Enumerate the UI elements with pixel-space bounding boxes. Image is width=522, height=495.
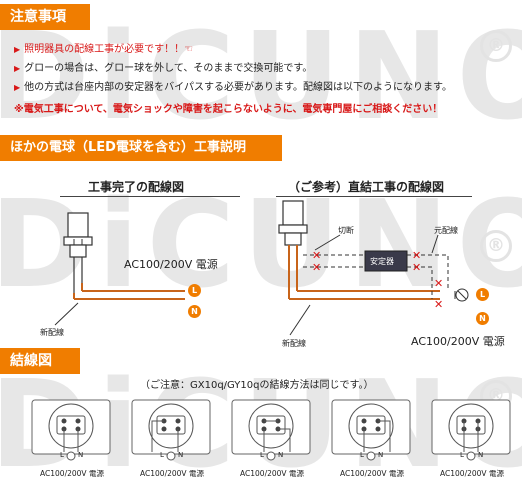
svg-text:✕: ✕	[412, 249, 421, 262]
left-terminal-l: L	[188, 284, 201, 297]
unit-2-l: L	[160, 451, 164, 459]
original-wire-label: 元配線	[434, 226, 458, 235]
unit-1-n: N	[78, 451, 84, 459]
unit-1-l: L	[60, 451, 64, 459]
unit-3-n: N	[278, 451, 284, 459]
unit-2-caption: AC100/200V 電源	[140, 469, 204, 478]
cut-label: 切断	[338, 226, 354, 235]
left-wires	[54, 257, 185, 326]
unit-4-n: N	[378, 451, 384, 459]
unit-5-l: L	[460, 451, 464, 459]
ballast-label: 安定器	[370, 257, 394, 266]
left-socket	[63, 212, 93, 258]
triangle-icon: ▶	[14, 45, 21, 54]
right-terminal-l: L	[476, 288, 489, 301]
unit-4	[331, 399, 411, 461]
unit-5	[431, 399, 511, 461]
registered-mark: ®	[480, 30, 512, 62]
wiring-diagrams: ✕ ✕ ✕ ✕ ✕ ✕	[54, 200, 469, 336]
unit-1-caption: AC100/200V 電源	[40, 469, 104, 478]
triangle-icon: ▶	[14, 83, 21, 92]
unit-4-l: L	[360, 451, 364, 459]
right-power-label: AC100/200V 電源	[411, 335, 505, 348]
notes-list: ▶照明器具の配線工事が必要です！！☜ ▶グローの場合は、グロー球を外して、そのま…	[14, 40, 514, 119]
warning-line: ※電気工事について、電気ショックや障害を起こらないように、電気専門屋にご相談くだ…	[14, 100, 514, 119]
left-new-wire-label: 新配線	[40, 328, 64, 337]
svg-text:✕: ✕	[312, 249, 321, 262]
unit-4-caption: AC100/200V 電源	[340, 469, 404, 478]
section-header-wiring: ほかの電球（LED電球を含む）工事説明	[0, 135, 282, 161]
warning-text: ※電気工事について、電気ショックや障害を起こらないように、電気専門屋にご相談くだ…	[14, 104, 443, 115]
unit-3	[231, 399, 311, 461]
unit-2	[131, 399, 211, 461]
note-text: 照明器具の配線工事が必要です！！☜	[24, 44, 194, 55]
wiring-title: ほかの電球（LED電球を含む）工事説明	[10, 140, 246, 155]
svg-text:✕: ✕	[434, 277, 443, 290]
left-diagram-title: 工事完了の配線図	[88, 180, 185, 194]
left-terminal-n: N	[188, 305, 201, 318]
unit-1	[31, 399, 111, 461]
right-wires: ✕ ✕ ✕ ✕ ✕ ✕	[288, 234, 469, 336]
note-text: グローの場合は、グロー球を外して、そのままで交換可能です。	[24, 63, 313, 74]
right-new-wire-label: 新配線	[282, 339, 306, 348]
right-socket	[278, 200, 308, 246]
watermark-brand: DiCUNO	[0, 8, 522, 147]
unit-5-caption: AC100/200V 電源	[440, 469, 504, 478]
unit-3-l: L	[260, 451, 264, 459]
unit-3-caption: AC100/200V 電源	[240, 469, 304, 478]
connection-title: 結線図	[10, 353, 52, 369]
note-line: ▶照明器具の配線工事が必要です！！☜	[14, 40, 514, 59]
svg-text:✕: ✕	[412, 261, 421, 274]
note-line: ▶グローの場合は、グロー球を外して、そのままで交換可能です。	[14, 59, 514, 78]
left-title-underline	[60, 196, 240, 197]
triangle-icon: ▶	[14, 64, 21, 73]
right-diagram-title: （ご参考）直結工事の配線図	[288, 180, 445, 194]
section-header-notes: 注意事項	[0, 4, 90, 30]
section-header-connection: 結線図	[0, 348, 80, 374]
left-power-label: AC100/200V 電源	[124, 258, 218, 271]
right-terminal-n: N	[476, 312, 489, 325]
connection-caption: （ご注意：GX10q/GY10qの結線方法は同じです。）	[140, 380, 374, 391]
unit-5-n: N	[478, 451, 484, 459]
right-title-underline	[276, 196, 472, 197]
unit-2-n: N	[178, 451, 184, 459]
note-line: ▶他の方式は台座内部の安定器をバイパスする必要があります。配線図は以下のようにな…	[14, 78, 514, 97]
connection-units	[31, 399, 511, 461]
note-text: 他の方式は台座内部の安定器をバイパスする必要があります。配線図は以下のようになり…	[24, 82, 452, 93]
registered-mark: ®	[480, 230, 512, 262]
notes-title: 注意事項	[10, 9, 66, 25]
svg-text:✕: ✕	[312, 261, 321, 274]
svg-text:✕: ✕	[434, 298, 443, 311]
